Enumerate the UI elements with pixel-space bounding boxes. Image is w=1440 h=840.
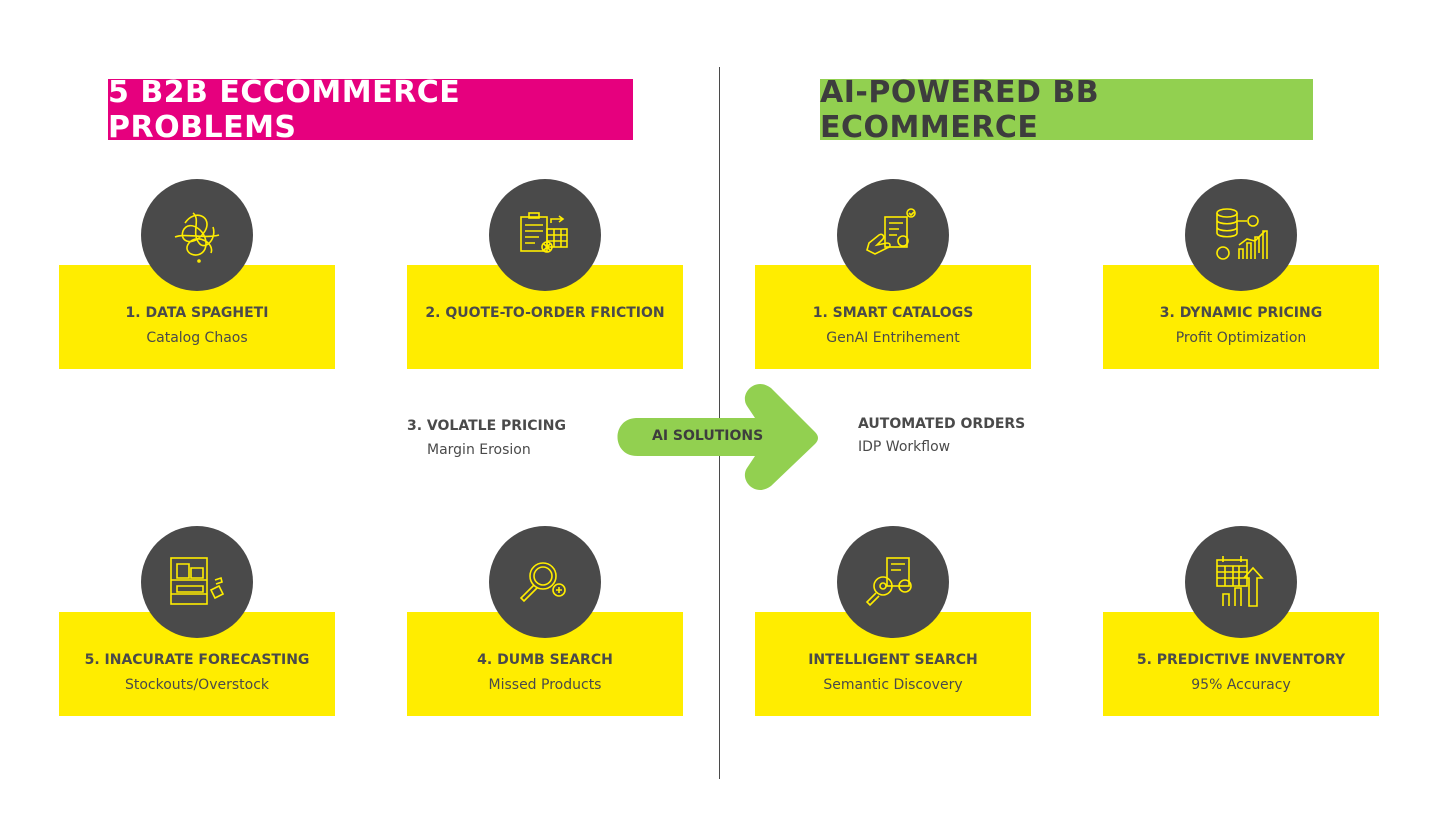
card-title: 3. DYNAMIC PRICING bbox=[1159, 305, 1323, 321]
card-title: 2. QUOTE-TO-ORDER FRICTION bbox=[425, 305, 665, 321]
card-subtitle: Profit Optimization bbox=[1175, 330, 1307, 346]
problem-card-data-spaghetti: 1. DATA SPAGHETI Catalog Chaos bbox=[59, 265, 335, 369]
item-title: 3. VOLATLE PRICING bbox=[407, 418, 566, 434]
card-subtitle: 95% Accuracy bbox=[1191, 677, 1291, 693]
touch-catalog-icon bbox=[837, 179, 949, 291]
solution-automated-orders: AUTOMATED ORDERS IDP Workflow bbox=[858, 416, 1025, 455]
problem-card-forecasting: 5. INACURATE FORECASTING Stockouts/Overst… bbox=[59, 612, 335, 716]
card-subtitle: Missed Products bbox=[488, 677, 602, 693]
problems-title: 5 B2B ECCOMMERCE PROBLEMS bbox=[108, 75, 633, 145]
card-title: 5. PREDICTIVE INVENTORY bbox=[1136, 652, 1346, 668]
database-chart-icon bbox=[1185, 179, 1297, 291]
item-subtitle: Margin Erosion bbox=[427, 442, 531, 458]
card-title: 5. INACURATE FORECASTING bbox=[84, 652, 310, 668]
magnifier-icon bbox=[489, 526, 601, 638]
calendar-growth-icon bbox=[1185, 526, 1297, 638]
ai-solutions-arrow bbox=[617, 384, 818, 490]
card-subtitle: GenAI Entrihement bbox=[826, 330, 960, 346]
solutions-title: AI-POWERED BB ECOMMERCE bbox=[820, 75, 1313, 145]
clipboard-spreadsheet-icon bbox=[489, 179, 601, 291]
problem-volatile-pricing: 3. VOLATLE PRICING Margin Erosion bbox=[407, 418, 566, 458]
item-title: AUTOMATED ORDERS bbox=[858, 416, 1026, 432]
card-subtitle: Stockouts/Overstock bbox=[124, 677, 269, 693]
card-subtitle: Catalog Chaos bbox=[146, 330, 248, 346]
card-title: 1. SMART CATALOGS bbox=[812, 305, 974, 321]
card-title: 4. DUMB SEARCH bbox=[477, 652, 613, 668]
card-title: 1. DATA SPAGHETI bbox=[125, 305, 269, 321]
arrow-label: AI SOLUTIONS bbox=[652, 428, 764, 444]
warehouse-shelf-icon bbox=[141, 526, 253, 638]
item-subtitle: IDP Workflow bbox=[858, 439, 951, 455]
ai-search-icon bbox=[837, 526, 949, 638]
card-title: INTELLIGENT SEARCH bbox=[808, 652, 978, 668]
card-subtitle: Semantic Discovery bbox=[823, 677, 963, 693]
tangle-icon bbox=[141, 179, 253, 291]
